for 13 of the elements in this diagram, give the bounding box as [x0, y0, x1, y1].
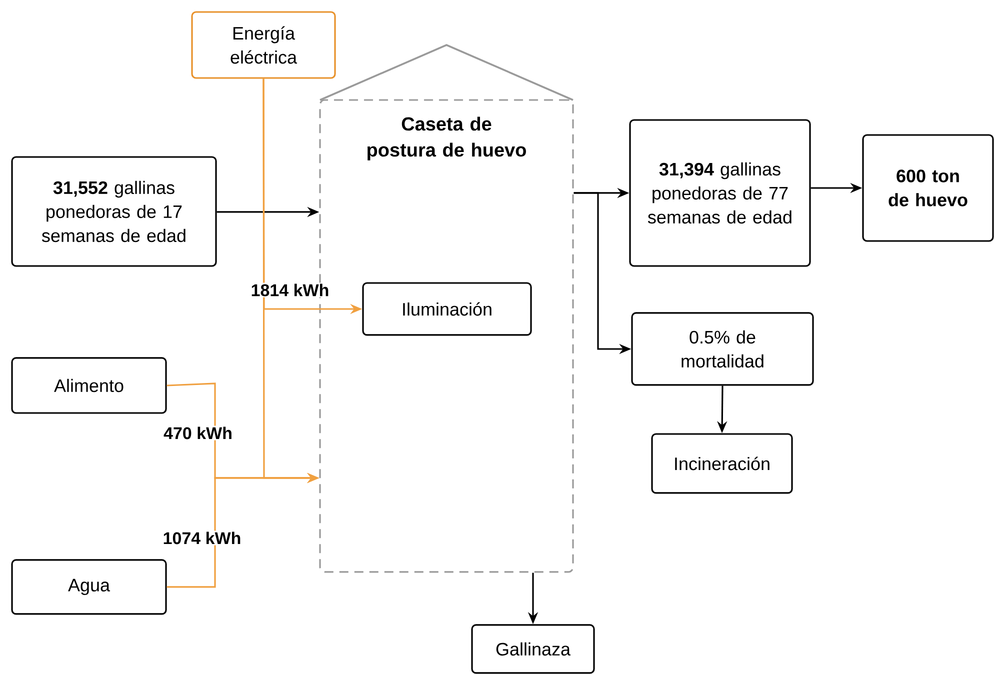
edge-label: 470 kWh	[162, 426, 234, 440]
edge-label: 1814 kWh	[250, 282, 330, 298]
process-box: Energía eléctrica	[191, 11, 336, 79]
process-box: 31,394 gallinas ponedoras de 77 semanas de edad	[629, 119, 811, 267]
process-box: Iluminación	[362, 282, 532, 336]
process-box: Agua	[11, 559, 167, 615]
process-box: Gallinaza	[471, 624, 595, 674]
process-box: 31,552 gallinas ponedoras de 17 semanas de edad	[11, 156, 217, 267]
edge-label: 1074 kWh	[162, 530, 242, 546]
process-box: Alimento	[11, 357, 167, 414]
process-box: 0.5% de mortalidad	[631, 312, 814, 386]
process-box: 600 ton de huevo	[862, 134, 994, 242]
process-box: Incineración	[651, 433, 793, 494]
